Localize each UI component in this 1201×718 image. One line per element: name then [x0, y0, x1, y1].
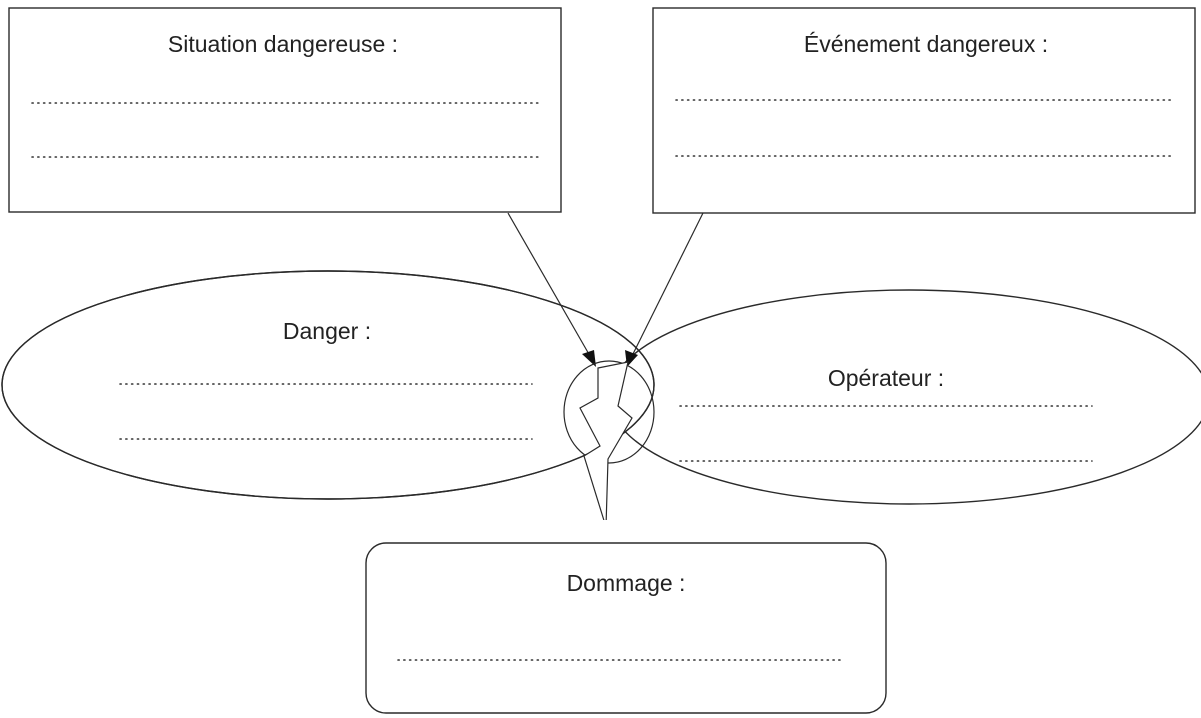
danger-label: Danger : [283, 318, 371, 344]
evenement-dangereux-box [652, 7, 1196, 214]
situation-dangereuse-label: Situation dangereuse : [168, 31, 398, 57]
danger-ellipse-outline [1, 270, 655, 500]
lightning-bolt-tip [600, 520, 612, 530]
intersection-circle [563, 360, 655, 464]
danger-ellipse [1, 270, 655, 500]
operateur-ellipse [608, 289, 1201, 505]
evenement-dangereux-label: Événement dangereux : [804, 31, 1048, 57]
dommage-label: Dommage : [567, 570, 686, 596]
situation-arrowhead [582, 350, 596, 367]
dommage-box [365, 542, 887, 714]
situation-arrow-line [507, 212, 591, 357]
operateur-label: Opérateur : [828, 365, 944, 391]
evenement-arrow-line [631, 212, 704, 357]
situation-dangereuse-box [8, 7, 562, 213]
